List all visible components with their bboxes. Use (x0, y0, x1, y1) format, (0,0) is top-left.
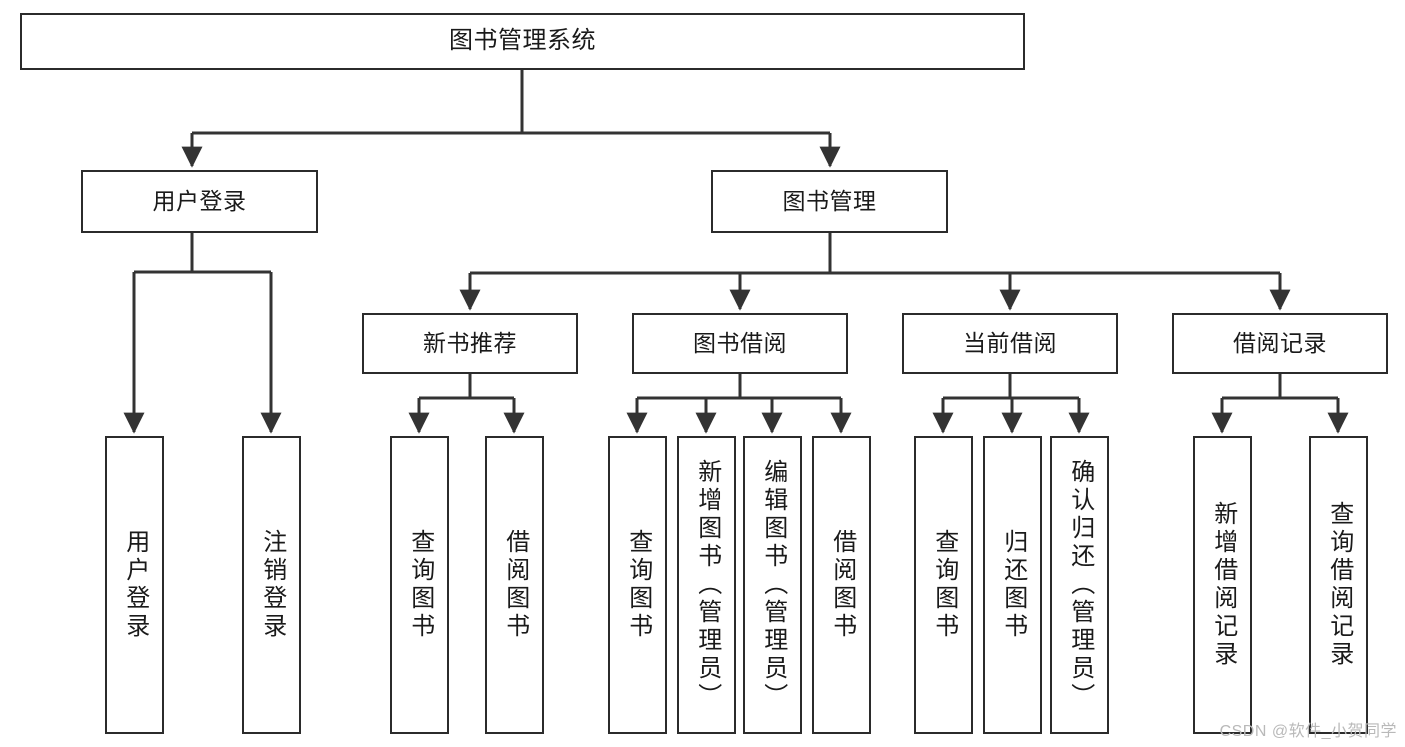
node-leaf-add-record-label: 新增借阅记录 (1209, 501, 1237, 669)
node-leaf-return-book-label: 归还图书 (999, 529, 1027, 641)
node-leaf-borrow-book-2[interactable]: 借阅图书 (812, 436, 871, 734)
node-leaf-confirm-return-label: 确认归还（管理员） (1066, 459, 1094, 711)
node-leaf-query-record[interactable]: 查询借阅记录 (1309, 436, 1368, 734)
node-current-borrow-label: 当前借阅 (963, 329, 1057, 356)
node-book-management-label: 图书管理 (782, 187, 877, 214)
node-book-borrow-label: 图书借阅 (693, 329, 787, 356)
node-leaf-query-book-3[interactable]: 查询图书 (914, 436, 973, 734)
node-leaf-query-book-2-label: 查询图书 (624, 529, 652, 641)
node-leaf-borrow-book-1-label: 借阅图书 (501, 529, 529, 641)
watermark: CSDN @软件_小贺同学 (1219, 723, 1397, 740)
node-leaf-confirm-return[interactable]: 确认归还（管理员） (1050, 436, 1109, 734)
node-borrow-record-label: 借阅记录 (1233, 329, 1327, 356)
node-leaf-logout-login-label: 注销登录 (258, 529, 286, 641)
node-leaf-query-book-2[interactable]: 查询图书 (608, 436, 667, 734)
node-new-book-recommend-label: 新书推荐 (423, 329, 517, 356)
node-book-borrow[interactable]: 图书借阅 (632, 313, 848, 374)
node-leaf-query-record-label: 查询借阅记录 (1325, 501, 1353, 669)
node-new-book-recommend[interactable]: 新书推荐 (362, 313, 578, 374)
node-leaf-query-book-1-label: 查询图书 (406, 529, 434, 641)
node-root[interactable]: 图书管理系统 (20, 13, 1025, 70)
node-leaf-query-book-3-label: 查询图书 (930, 529, 958, 641)
node-user-login-label: 用户登录 (152, 187, 247, 214)
node-current-borrow[interactable]: 当前借阅 (902, 313, 1118, 374)
node-leaf-add-book[interactable]: 新增图书（管理员） (677, 436, 736, 734)
node-leaf-borrow-book-1[interactable]: 借阅图书 (485, 436, 544, 734)
node-leaf-logout-login[interactable]: 注销登录 (242, 436, 301, 734)
node-leaf-return-book[interactable]: 归还图书 (983, 436, 1042, 734)
node-leaf-user-login[interactable]: 用户登录 (105, 436, 164, 734)
node-leaf-add-book-label: 新增图书（管理员） (693, 459, 721, 711)
node-book-management[interactable]: 图书管理 (711, 170, 948, 233)
node-leaf-add-record[interactable]: 新增借阅记录 (1193, 436, 1252, 734)
node-leaf-query-book-1[interactable]: 查询图书 (390, 436, 449, 734)
node-user-login[interactable]: 用户登录 (81, 170, 318, 233)
node-leaf-edit-book[interactable]: 编辑图书（管理员） (743, 436, 802, 734)
node-borrow-record[interactable]: 借阅记录 (1172, 313, 1388, 374)
node-leaf-user-login-label: 用户登录 (121, 529, 149, 641)
node-leaf-edit-book-label: 编辑图书（管理员） (759, 459, 787, 711)
node-leaf-borrow-book-2-label: 借阅图书 (828, 529, 856, 641)
node-root-label: 图书管理系统 (449, 27, 596, 55)
